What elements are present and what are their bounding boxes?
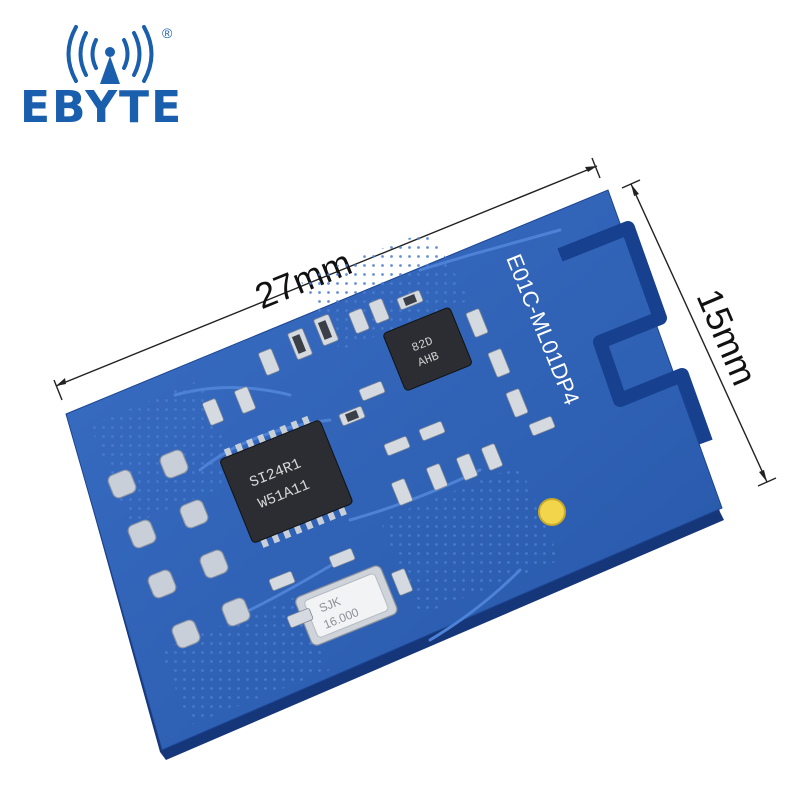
crystal-oscillator: SJK 16.000 <box>295 565 398 646</box>
pad <box>221 597 251 627</box>
brand-logo: ® EBYTE <box>20 25 183 133</box>
signal-antenna-icon <box>66 25 154 84</box>
secondary-chip: 82D AHB <box>383 307 472 391</box>
passive-components <box>202 290 556 628</box>
via-field <box>90 230 560 725</box>
antenna-feed-pad <box>538 498 566 526</box>
main-chip: SI24R1 W51A11 <box>220 415 353 548</box>
pad <box>199 549 229 579</box>
pad <box>107 469 137 499</box>
pad <box>159 449 189 479</box>
pad <box>127 519 157 549</box>
registered-mark: ® <box>162 25 173 41</box>
pcb-antenna <box>557 221 713 445</box>
pad <box>179 499 209 529</box>
pad <box>147 569 177 599</box>
pad <box>171 619 201 649</box>
brand-name: EBYTE <box>20 82 183 133</box>
width-dimension <box>621 179 777 487</box>
edge-pads <box>107 449 251 649</box>
pcb-module: SI24R1 W51A11 82D AHB SJK 16.000 <box>65 189 724 760</box>
